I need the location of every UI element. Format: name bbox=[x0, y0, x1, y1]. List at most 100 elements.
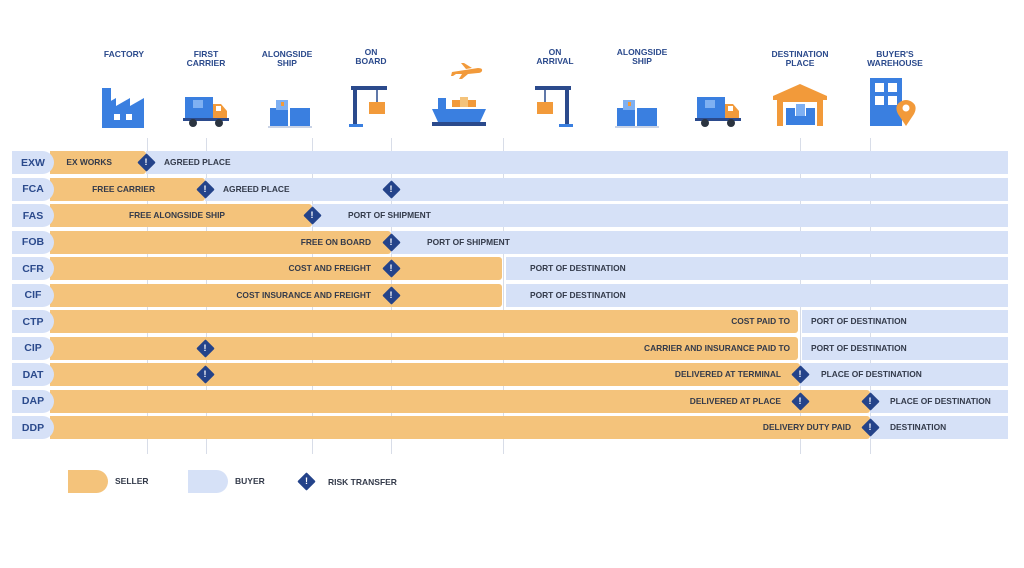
term-code: DAT bbox=[12, 363, 54, 386]
delivery-truck-icon bbox=[183, 97, 229, 127]
term-code: CFR bbox=[12, 257, 54, 280]
buyer-label: PORT OF DESTINATION bbox=[530, 289, 626, 300]
term-row-fca: FCA FREE CARRIER AGREED PLACE bbox=[12, 177, 1008, 201]
buyer-segment bbox=[870, 389, 1008, 413]
boxes-icon bbox=[615, 100, 659, 128]
seller-label: CARRIER AND INSURANCE PAID TO bbox=[644, 342, 790, 353]
risk-transfer-glyph: ! bbox=[389, 289, 393, 300]
risk-transfer-glyph: ! bbox=[203, 342, 207, 353]
buyer-label: DESTINATION bbox=[890, 422, 947, 432]
seller-label: COST PAID TO bbox=[731, 316, 790, 326]
buyer-segment bbox=[312, 204, 1008, 227]
legend-risk-transfer-glyph: ! bbox=[305, 476, 308, 486]
buyer-label: PORT OF SHIPMENT bbox=[427, 236, 510, 247]
buyer-segment bbox=[506, 257, 1008, 280]
column-label-on-arrival: ON ARRIVAL bbox=[536, 47, 574, 66]
buyer-label: AGREED PLACE bbox=[223, 183, 290, 194]
term-code: CIF bbox=[12, 283, 54, 307]
risk-transfer-glyph: ! bbox=[203, 369, 207, 379]
airplane-icon bbox=[451, 63, 483, 79]
building-location-icon bbox=[870, 78, 916, 126]
buyer-label: PORT OF DESTINATION bbox=[811, 342, 907, 353]
legend-seller-label: SELLER bbox=[115, 476, 149, 486]
seller-segment bbox=[50, 310, 798, 333]
seller-segment bbox=[50, 177, 205, 201]
risk-transfer-glyph: ! bbox=[144, 157, 148, 167]
crane-icon bbox=[535, 86, 573, 127]
legend-seller-swatch bbox=[68, 470, 108, 493]
cargo-ship-icon bbox=[432, 97, 486, 126]
term-code: FAS bbox=[12, 204, 54, 227]
seller-segment bbox=[50, 363, 800, 386]
buyer-label: PORT OF DESTINATION bbox=[530, 263, 626, 273]
legend-buyer-swatch bbox=[188, 470, 228, 493]
buyer-label: PLACE OF DESTINATION bbox=[821, 369, 922, 379]
legend-buyer-label: BUYER bbox=[235, 476, 265, 486]
risk-transfer-glyph: ! bbox=[389, 236, 393, 247]
term-code: DAP bbox=[12, 389, 54, 413]
seller-segment bbox=[50, 151, 146, 174]
buyer-label: PORT OF DESTINATION bbox=[811, 316, 907, 326]
term-row-exw: EXW EX WORKS AGREED PLACE bbox=[12, 151, 1008, 174]
term-row-ctp: CTP COST PAID TO PORT OF DESTINATION bbox=[12, 310, 1008, 333]
term-code: FCA bbox=[12, 177, 54, 201]
column-label-on-board: ON BOARD bbox=[355, 47, 387, 66]
risk-transfer-glyph: ! bbox=[389, 263, 393, 273]
seller-label: COST AND FREIGHT bbox=[288, 263, 371, 273]
column-label-first-carrier: FIRST CARRIER bbox=[186, 49, 226, 68]
column-label-factory: FACTORY bbox=[103, 49, 145, 59]
seller-label: FREE CARRIER bbox=[92, 183, 155, 194]
buyer-segment bbox=[391, 230, 1008, 254]
column-label-alongside-ship: ALONGSIDE SHIP bbox=[261, 49, 313, 68]
factory-icon bbox=[102, 88, 144, 128]
seller-segment bbox=[50, 230, 391, 254]
seller-label: EX WORKS bbox=[66, 157, 112, 167]
buyer-label: PORT OF SHIPMENT bbox=[348, 210, 431, 220]
seller-segment bbox=[50, 257, 502, 280]
seller-segment bbox=[50, 389, 870, 413]
term-code: CTP bbox=[12, 310, 54, 333]
risk-transfer-glyph: ! bbox=[798, 395, 802, 406]
risk-transfer-glyph: ! bbox=[868, 422, 872, 432]
seller-label: DELIVERY DUTY PAID bbox=[762, 422, 851, 432]
column-label-buyers-warehouse: BUYER'S WAREHOUSE bbox=[867, 49, 923, 68]
seller-segment bbox=[50, 336, 798, 360]
buyer-label: PLACE OF DESTINATION bbox=[890, 395, 991, 406]
buyer-segment bbox=[146, 151, 1008, 174]
term-code: EXW bbox=[12, 151, 54, 174]
risk-transfer-glyph: ! bbox=[310, 210, 314, 220]
term-row-dat: DAT DELIVERED AT TERMINAL PLACE OF DESTINA… bbox=[12, 363, 1008, 386]
buyer-segment bbox=[800, 363, 1008, 386]
term-row-cif: CIF COST INSURANCE AND FREIGHT PORT OF DES… bbox=[12, 283, 1008, 307]
seller-label: FREE ALONGSIDE SHIP bbox=[128, 210, 225, 220]
risk-transfer-glyph: ! bbox=[798, 369, 802, 379]
buyer-segment bbox=[205, 177, 1008, 201]
column-label-destination-place: DESTINATION PLACE bbox=[771, 49, 829, 68]
buyer-segment bbox=[802, 336, 1008, 360]
term-code: DDP bbox=[12, 416, 54, 439]
term-code: CIP bbox=[12, 336, 54, 360]
seller-label: DELIVERED AT PLACE bbox=[689, 395, 781, 406]
boxes-icon bbox=[268, 100, 312, 128]
seller-segment bbox=[50, 416, 870, 439]
term-row-dap: DAP DELIVERED AT PLACE PLACE OF DESTINATIO… bbox=[12, 389, 1008, 413]
buyer-segment bbox=[802, 310, 1008, 333]
risk-transfer-glyph: ! bbox=[389, 183, 393, 194]
crane-icon bbox=[349, 86, 387, 127]
term-row-fas: FAS FREE ALONGSIDE SHIP PORT OF SHIPMENT bbox=[12, 204, 1008, 227]
term-row-cip: CIP CARRIER AND INSURANCE PAID TO PORT OF … bbox=[12, 336, 1008, 360]
seller-label: FREE ON BOARD bbox=[300, 236, 371, 247]
buyer-segment bbox=[506, 283, 1008, 307]
seller-segment bbox=[50, 204, 312, 227]
seller-label: DELIVERED AT TERMINAL bbox=[674, 369, 781, 379]
warehouse-icon bbox=[773, 84, 827, 126]
term-row-cfr: CFR COST AND FREIGHT PORT OF DESTINATION bbox=[12, 257, 1008, 280]
delivery-truck-icon bbox=[695, 97, 741, 127]
seller-label: COST INSURANCE AND FREIGHT bbox=[236, 289, 371, 300]
buyer-label: AGREED PLACE bbox=[164, 157, 231, 167]
risk-transfer-glyph: ! bbox=[203, 183, 207, 194]
legend-risk-transfer-label: RISK TRANSFER bbox=[328, 477, 397, 487]
buyer-segment bbox=[870, 416, 1008, 439]
